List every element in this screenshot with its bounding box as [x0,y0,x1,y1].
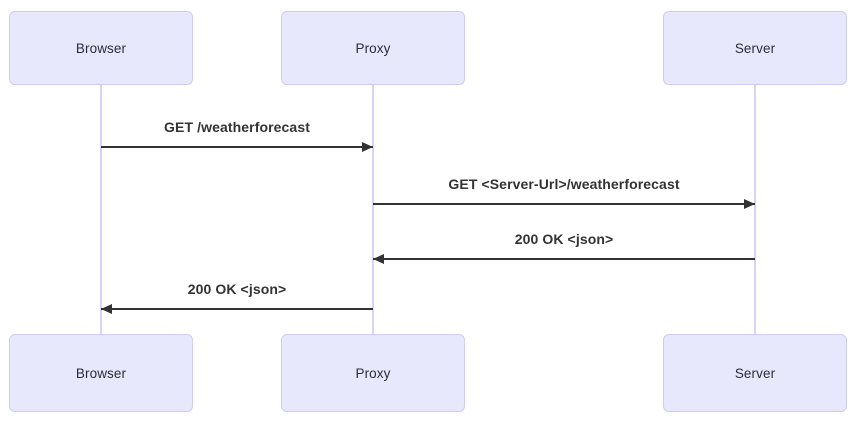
message-label: 200 OK <json> [514,231,614,247]
message-label: GET <Server-Url>/weatherforecast [448,176,680,192]
message-line [101,146,373,148]
participant-box-bottom-proxy[interactable]: Proxy [281,334,465,412]
arrowhead-right [362,142,373,152]
lifeline-proxy [372,85,374,334]
message-label: 200 OK <json> [187,281,287,297]
participant-box-bottom-browser[interactable]: Browser [9,334,193,412]
message-line [101,308,373,310]
participant-label: Server [734,365,776,381]
participant-box-top-server[interactable]: Server [663,11,847,85]
participant-label: Proxy [355,365,391,381]
participant-box-top-proxy[interactable]: Proxy [281,11,465,85]
message-line [373,258,755,260]
arrowhead-left [101,304,112,314]
participant-box-top-browser[interactable]: Browser [9,11,193,85]
participant-label: Server [734,40,776,56]
arrowhead-left [373,254,384,264]
lifeline-server [754,85,756,334]
participant-box-bottom-server[interactable]: Server [663,334,847,412]
message-label: GET /weatherforecast [164,119,310,135]
participant-label: Browser [75,365,127,381]
participant-label: Browser [75,40,127,56]
arrowhead-right [744,199,755,209]
participant-label: Proxy [355,40,391,56]
lifeline-browser [100,85,102,334]
message-line [373,203,755,205]
